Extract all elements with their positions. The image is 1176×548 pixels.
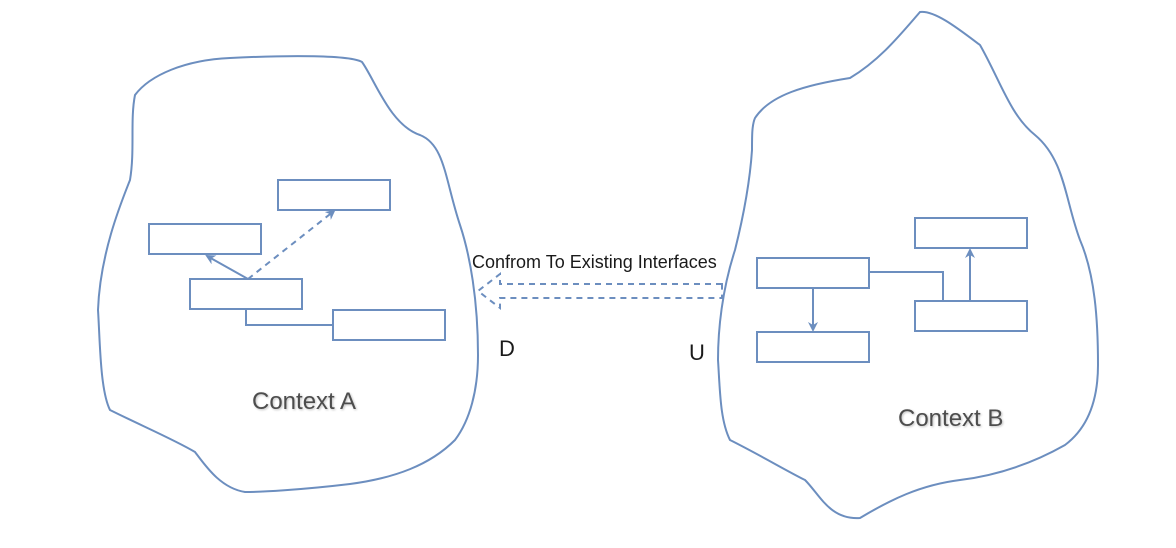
context-a-label: Context A [252, 388, 357, 415]
context-b-box-middle-right[interactable] [914, 300, 1028, 332]
context-a-boundary[interactable] [96, 55, 480, 494]
context-a-connector-bottom[interactable] [245, 309, 333, 326]
context-a-arrow-to-left-box[interactable] [205, 255, 249, 280]
downstream-marker: D [499, 336, 515, 361]
context-b-box-top-left[interactable] [756, 257, 870, 289]
context-a-box-center[interactable] [189, 278, 303, 310]
context-a-box-top-right[interactable] [277, 179, 391, 211]
relationship-dashed-arrow[interactable] [476, 271, 723, 311]
context-b-box-top-right[interactable] [914, 217, 1028, 249]
context-b-box-bottom-left[interactable] [756, 331, 870, 363]
context-b-connector[interactable] [869, 271, 944, 301]
context-b-boundary[interactable] [716, 10, 1100, 520]
context-a-box-bottom-right[interactable] [332, 309, 446, 341]
relationship-label: Confrom To Existing Interfaces [472, 252, 717, 272]
upstream-marker: U [689, 340, 705, 365]
context-a-box-left[interactable] [148, 223, 262, 255]
context-a-dashed-arrow-to-top-box[interactable] [247, 209, 336, 280]
context-b-label: Context B [898, 405, 1004, 432]
